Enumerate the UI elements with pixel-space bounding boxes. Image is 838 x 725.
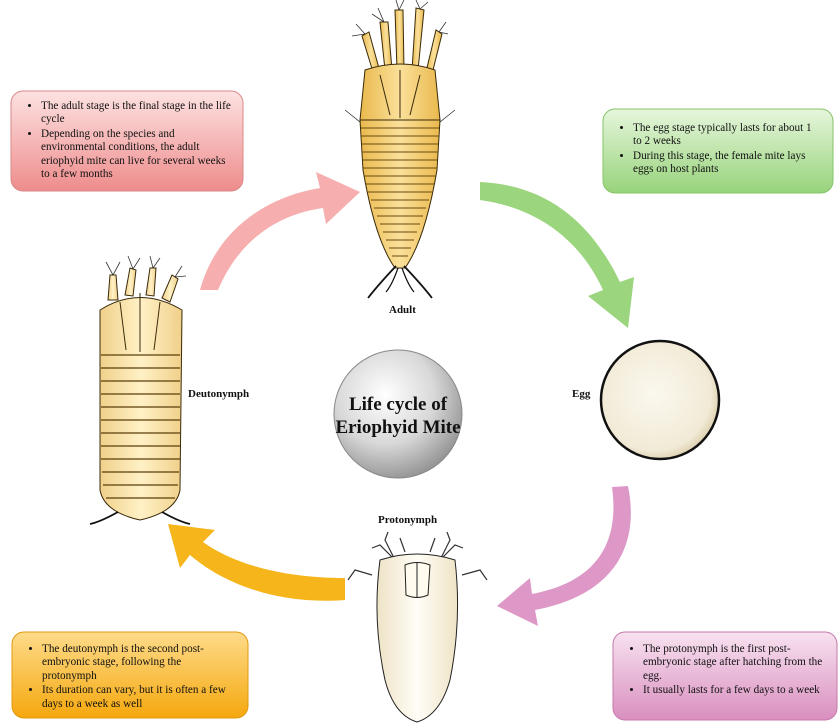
center-title: Life cycle of Eriophyid Mite: [330, 393, 466, 439]
adult-mite-illustration: [345, 0, 455, 298]
egg-note-item: The egg stage typically lasts for about …: [633, 122, 823, 149]
deutonymph-note-item: Its duration can vary, but it is often a…: [42, 684, 238, 711]
egg-note-item: During this stage, the female mite lays …: [633, 150, 823, 177]
deutonymph-label: Deutonymph: [188, 388, 249, 400]
protonymph-note-item: The protonymph is the first post-embryon…: [643, 643, 827, 683]
protonymph-note-item: It usually lasts for a few days to a wee…: [643, 684, 827, 697]
protonymph-note: The protonymph is the first post-embryon…: [613, 637, 837, 705]
arrow-adult-to-egg: [480, 182, 634, 328]
deutonymph-note: The deutonymph is the second post-embryo…: [12, 637, 248, 718]
protonymph-label: Protonymph: [378, 514, 437, 526]
protonymph-illustration: [348, 532, 487, 722]
adult-note: The adult stage is the final stage in th…: [11, 94, 243, 188]
deutonymph-illustration: [90, 256, 190, 524]
adult-note-item: Depending on the species and environment…: [41, 128, 233, 182]
egg-illustration: [601, 341, 719, 459]
deutonymph-note-item: The deutonymph is the second post-embryo…: [42, 643, 238, 683]
arrow-egg-to-protonymph: [497, 486, 631, 626]
egg-note: The egg stage typically lasts for about …: [603, 116, 833, 184]
arrow-protonymph-to-deutonymph: [168, 524, 345, 601]
center-title-line-1: Life cycle of: [330, 393, 466, 416]
adult-label: Adult: [389, 304, 416, 316]
adult-note-item: The adult stage is the final stage in th…: [41, 100, 233, 127]
egg-label: Egg: [572, 388, 590, 400]
center-title-line-2: Eriophyid Mite: [330, 416, 466, 439]
